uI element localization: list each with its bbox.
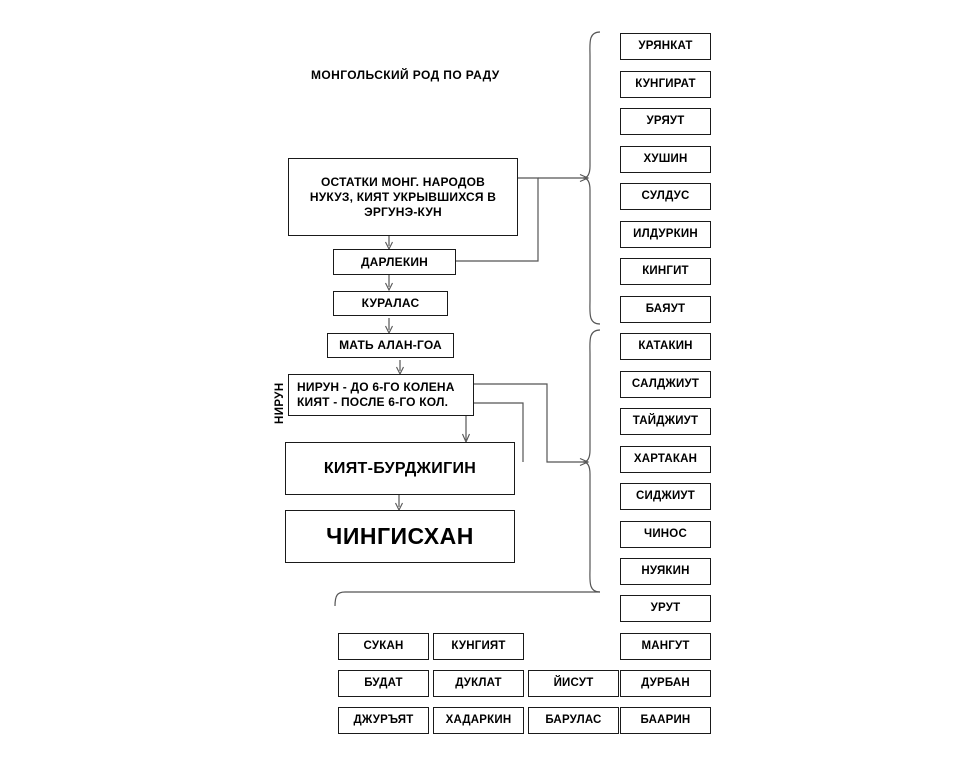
arrowhead-kuralas-to-alangoa [385, 325, 393, 335]
node-nirun-line2: КИЯТ - ПОСЛЕ 6-ГО КОЛ. [297, 395, 449, 409]
node-chingiskhan: ЧИНГИСХАН [285, 510, 515, 563]
arrowhead-kiyat-to-chingiskhan [395, 502, 403, 512]
tribe-box: БАЯУТ [620, 296, 711, 323]
brace-darlekin [582, 31, 601, 325]
tribe-box: ИЛДУРКИН [620, 221, 711, 248]
arrowhead-nirun-to-kiyat [461, 433, 471, 444]
node-origin-line3: ЭРГУНЭ-КУН [364, 204, 442, 219]
tribe-box: ДУКЛАТ [433, 670, 524, 697]
tribe-box: СУЛДУС [620, 183, 711, 210]
tribe-box: КИНГИТ [620, 258, 711, 285]
tribe-box: ДЖУРЪЯТ [338, 707, 429, 734]
tribe-box: КУНГИРАТ [620, 71, 711, 98]
node-alan-goa: МАТЬ АЛАН-ГОА [327, 333, 454, 358]
node-origin-line1: ОСТАТКИ МОНГ. НАРОДОВ [320, 174, 486, 189]
tribe-box: ЧИНОС [620, 521, 711, 548]
tribe-box: ХАДАРКИН [433, 707, 524, 734]
tribe-box: ХУШИН [620, 146, 711, 173]
node-kiyat-burdjigin: КИЯТ-БУРДЖИГИН [285, 442, 515, 495]
arrowhead-brace-bottom [579, 457, 590, 467]
nirun-side-label: НИРУН [274, 382, 286, 424]
tribe-box: БААРИН [620, 707, 711, 734]
tribe-box: НУЯКИН [620, 558, 711, 585]
tribe-box: БУДАТ [338, 670, 429, 697]
tribe-box: БАРУЛАС [528, 707, 619, 734]
tribe-box: МАНГУТ [620, 633, 711, 660]
tribe-box: ДУРБАН [620, 670, 711, 697]
node-origin-line2: НУКУЗ, КИЯТ УКРЫВШИХСЯ В [309, 189, 497, 204]
node-nirun-line1: НИРУН - ДО 6-ГО КОЛЕНА [297, 380, 455, 394]
tribe-box: ЙИСУТ [528, 670, 619, 697]
arrowhead-darlekin-to-kuralas [385, 282, 393, 292]
node-origin: ОСТАТКИ МОНГ. НАРОДОВ НУКУЗ, КИЯТ УКРЫВШ… [288, 158, 518, 236]
tribe-box: КАТАКИН [620, 333, 711, 360]
connector-brace-to-grid [334, 591, 600, 607]
tribe-box: СИДЖИУТ [620, 483, 711, 510]
tribe-box: УРЯУТ [620, 108, 711, 135]
arrowhead-alangoa-to-nirun [396, 366, 404, 376]
node-nirun: НИРУН - ДО 6-ГО КОЛЕНА КИЯТ - ПОСЛЕ 6-ГО… [288, 374, 474, 416]
tribe-box: КУНГИЯТ [433, 633, 524, 660]
brace-nirun [582, 329, 601, 593]
arrowhead-origin-to-darlekin [385, 241, 393, 251]
tribe-box: УРЯНКАТ [620, 33, 711, 60]
tribe-box: ХАРТАКАН [620, 446, 711, 473]
arrowhead-brace-top [579, 173, 590, 183]
tribe-box: УРУТ [620, 595, 711, 622]
page-title: МОНГОЛЬСКИЙ РОД ПО РАДУ [311, 68, 500, 82]
node-darlekin: ДАРЛЕКИН [333, 249, 456, 275]
node-kuralas: КУРАЛАС [333, 291, 448, 316]
tribe-box: САЛДЖИУТ [620, 371, 711, 398]
tribe-box: ТАЙДЖИУТ [620, 408, 711, 435]
tribe-box: СУКАН [338, 633, 429, 660]
